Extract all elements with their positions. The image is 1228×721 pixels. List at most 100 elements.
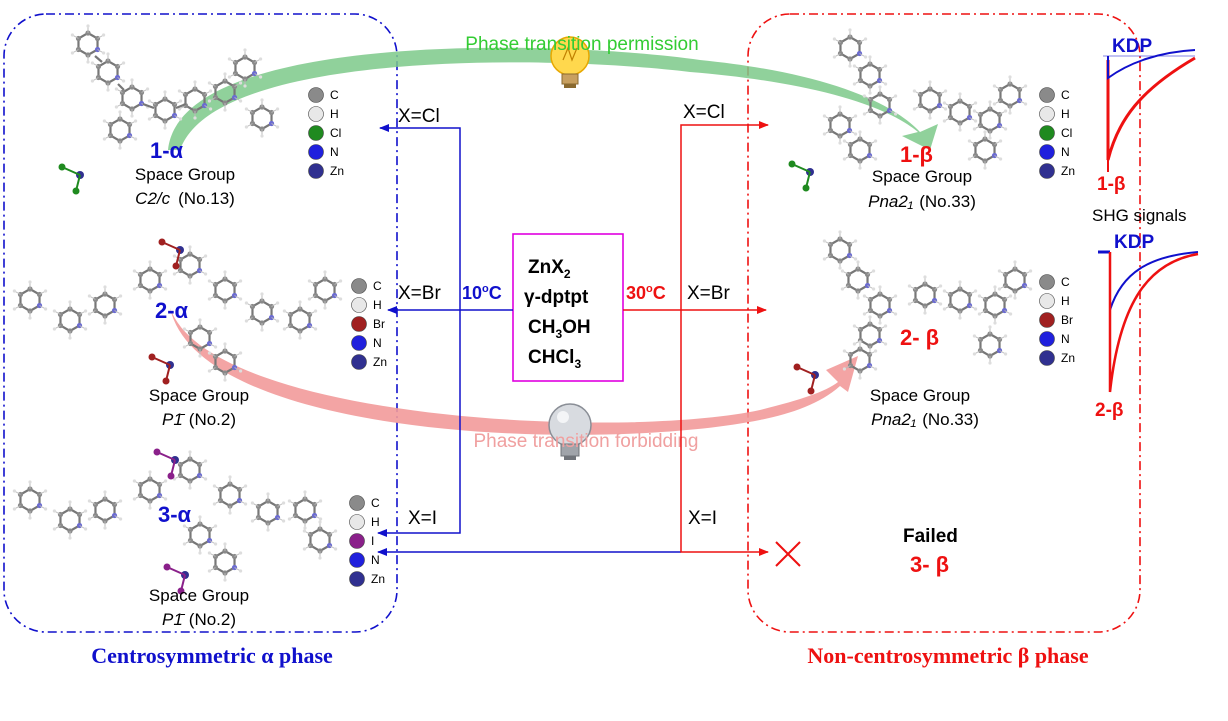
element-ball-icon (349, 495, 365, 511)
element-ball-icon (349, 514, 365, 530)
molecule-ring (212, 475, 248, 515)
failed-label: Failed (903, 526, 958, 547)
molecule-ring (12, 280, 48, 320)
element-ball-icon (1039, 106, 1055, 122)
molecule-ring (822, 230, 858, 270)
molecule-ring (52, 500, 88, 540)
space-group-2-beta: Pna2₁(No.33) (871, 410, 979, 429)
molecule-ring (907, 275, 943, 315)
element-symbol: C (373, 279, 382, 293)
space-group-2-beta-title: Space Group (870, 386, 970, 405)
space-group-1-alpha-title: Space Group (135, 165, 235, 184)
element-symbol: N (330, 145, 339, 159)
molecule-ring (862, 285, 898, 325)
permission-arrow (168, 47, 938, 150)
molecule-ring (52, 300, 88, 340)
permission-label: Phase transition permission (465, 34, 698, 55)
space-group-1-alpha: C2/c(No.13) (135, 189, 235, 208)
element-symbol: N (1061, 145, 1070, 159)
halide-cl-left: X=Cl (398, 106, 440, 127)
molecule-ring (227, 48, 263, 88)
molecule-ring (70, 24, 106, 64)
element-symbol: I (371, 534, 374, 548)
molecule-ring (997, 260, 1033, 300)
reagent-zn: ZnX2 (528, 257, 571, 281)
element-ball-icon (308, 87, 324, 103)
compound-1-beta-label: 1-β (900, 142, 933, 167)
element-ball-icon (351, 278, 367, 294)
compound-3-beta-label: 3- β (910, 552, 949, 577)
molecule-ring (132, 260, 168, 300)
molecule-ring (12, 480, 48, 520)
molecule-ring (942, 280, 978, 320)
element-symbol: H (1061, 294, 1070, 308)
molecule-ring (287, 490, 323, 530)
reagent-chloroform: CHCl3 (528, 347, 581, 371)
molecule-ring (132, 470, 168, 510)
failed-cross-icon (775, 541, 801, 567)
element-symbol: Cl (330, 126, 341, 140)
element-ball-icon (308, 125, 324, 141)
halide-i-left: X=I (408, 508, 437, 529)
molecule-ring (912, 80, 948, 120)
element-symbol: Zn (373, 355, 387, 369)
lightbulb-on-icon (550, 36, 590, 88)
arrow-to-1-alpha (379, 124, 461, 310)
shg-kdp-label-1: KDP (1112, 36, 1152, 57)
crystal-structures (12, 24, 1033, 595)
element-symbol: Zn (1061, 164, 1075, 178)
reagent-methanol: CH3OH (528, 317, 591, 341)
molecule-ring (972, 100, 1008, 140)
element-ball-icon (351, 335, 367, 351)
beta-phase-title: Non-centrosymmetric β phase (807, 643, 1088, 668)
temp-left: 10oC (462, 283, 502, 303)
halide-br-right: X=Br (687, 283, 730, 304)
element-symbol: N (371, 553, 380, 567)
molecule-ring (832, 28, 868, 68)
shg-2-beta-label: 2-β (1095, 400, 1124, 421)
molecule-ring (862, 85, 898, 125)
element-ball-icon (1039, 350, 1055, 366)
molecule-ring (972, 325, 1008, 365)
element-symbol: N (373, 336, 382, 350)
molecule-ring (977, 285, 1013, 325)
molecule-ring (90, 52, 126, 92)
molecule-ring (114, 78, 150, 118)
reagent-ligand: γ-dptpt (524, 287, 589, 308)
forbidding-label: Phase transition forbidding (474, 431, 699, 452)
element-symbol: H (373, 298, 382, 312)
molecule-ring (244, 292, 280, 332)
element-ball-icon (351, 297, 367, 313)
element-symbol: H (330, 107, 339, 121)
arrow-to-1-beta (680, 121, 769, 310)
molecule-ring (172, 450, 208, 490)
molecule-ring (282, 300, 318, 340)
lightbulb-off-icon (548, 403, 592, 460)
element-ball-icon (1039, 274, 1055, 290)
shg-1-beta-label: 1-β (1097, 174, 1126, 195)
molecule-ring (307, 270, 343, 310)
element-symbol: Br (1061, 313, 1073, 327)
molecule-ring (822, 105, 858, 145)
reagent-box (512, 233, 624, 382)
element-symbol: C (371, 496, 380, 510)
element-ball-icon (1039, 144, 1055, 160)
molecule-ring (87, 285, 123, 325)
element-symbol: Cl (1061, 126, 1072, 140)
element-ball-icon (1039, 125, 1055, 141)
molecule-ring (147, 90, 183, 130)
molecule-ring (244, 98, 280, 138)
molecule-ring (177, 80, 213, 120)
shg-kdp-label-2: KDP (1114, 232, 1154, 253)
molecule-ring (992, 75, 1028, 115)
shg-panel: KDP 1-β SHG signals KDP 2-β (1092, 36, 1199, 421)
element-symbol: Zn (330, 164, 344, 178)
molecule-ring (852, 315, 888, 355)
element-ball-icon (1039, 312, 1055, 328)
forbidding-arrow (170, 308, 858, 435)
space-group-1-beta: Pna2₁(No.33) (868, 192, 976, 211)
molecule-ring (182, 318, 218, 358)
molecule-ring (840, 260, 876, 300)
